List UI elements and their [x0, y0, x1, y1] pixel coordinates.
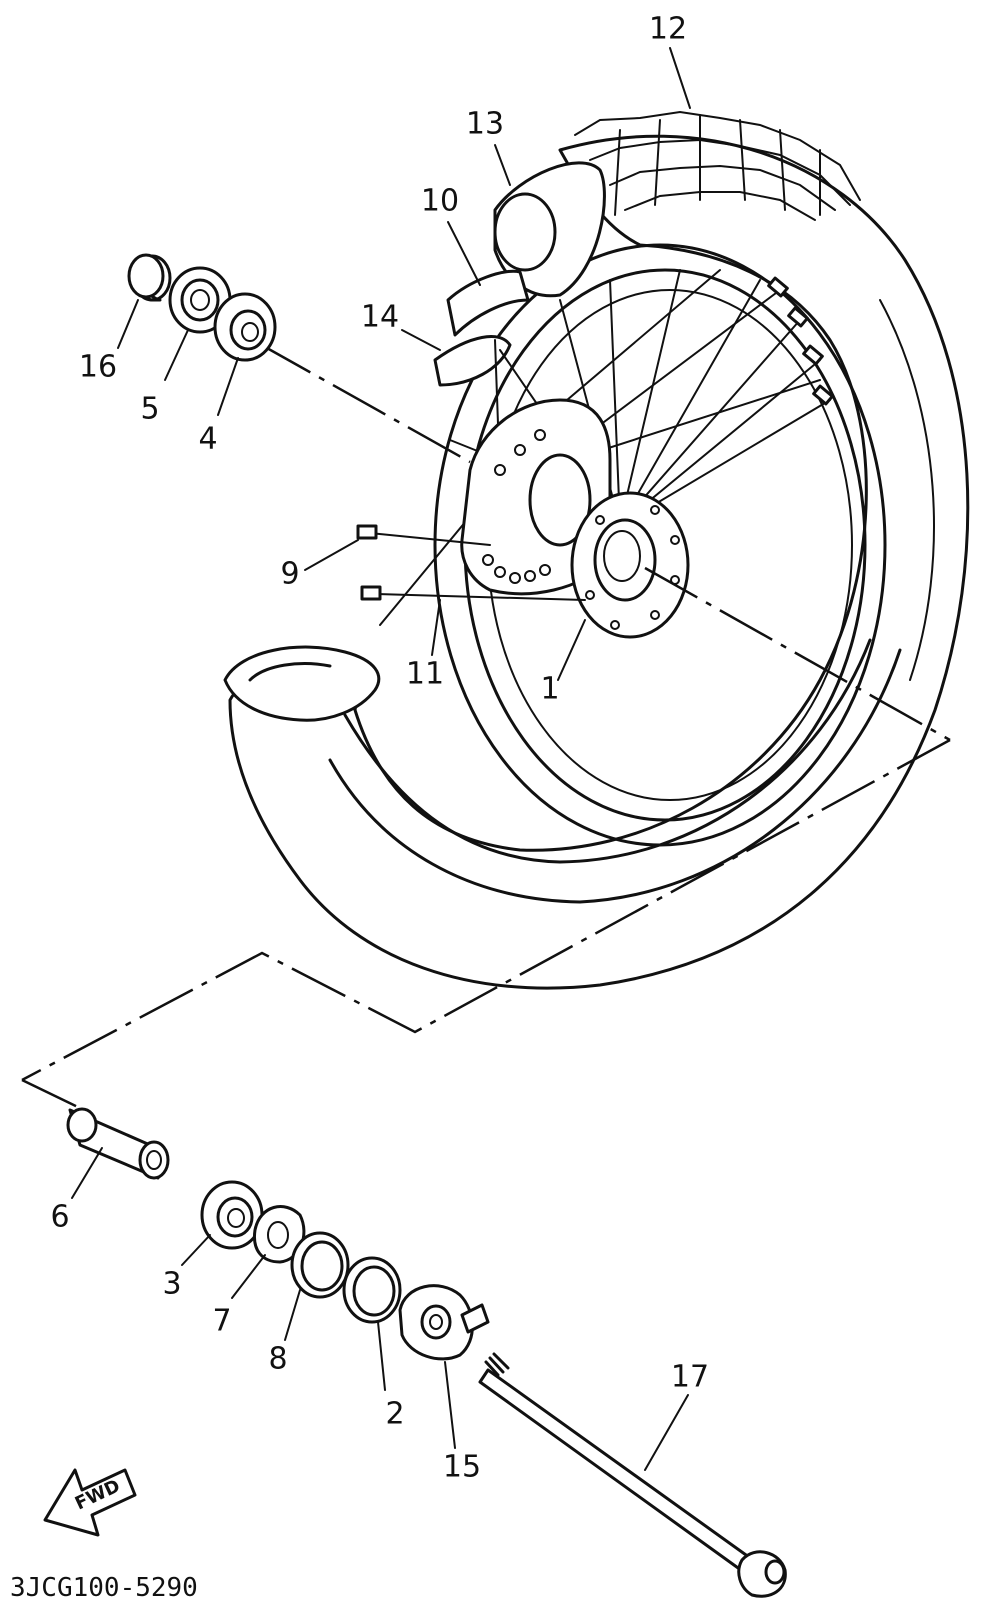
part-17-axle — [478, 1352, 787, 1598]
label-part-9: 9 — [280, 557, 299, 592]
upper-bearing-stack — [127, 253, 277, 362]
loose-spokes — [356, 524, 586, 601]
part-2-oil-seal — [342, 1256, 402, 1324]
label-part-1: 1 — [540, 672, 559, 707]
spoke-nipples — [767, 276, 834, 406]
label-part-7: 7 — [212, 1304, 231, 1339]
part-6-collar — [66, 1107, 170, 1180]
part-8-ring — [290, 1231, 350, 1299]
rim-band — [446, 269, 530, 337]
part-4-bearing — [213, 292, 277, 362]
lower-parts — [66, 1107, 787, 1598]
label-part-15: 15 — [443, 1450, 481, 1485]
part-7-retainer — [252, 1205, 306, 1264]
label-part-14: 14 — [361, 300, 399, 335]
rim-outer — [433, 243, 887, 847]
wheel-assembly — [223, 110, 970, 990]
hub-disc-flange — [570, 491, 690, 639]
tire-tread-pattern — [574, 110, 861, 221]
label-part-4: 4 — [198, 422, 217, 457]
label-part-12: 12 — [649, 12, 687, 47]
tire-cut-end — [223, 645, 381, 722]
label-part-5: 5 — [140, 392, 159, 427]
label-part-17: 17 — [671, 1360, 709, 1395]
part-5-bearing — [168, 266, 232, 334]
part-3-bearing — [200, 1180, 264, 1250]
part-number-labels: 12 13 10 14 16 5 4 9 11 1 6 3 7 8 2 15 1… — [50, 12, 709, 1485]
label-part-13: 13 — [466, 107, 504, 142]
label-part-10: 10 — [421, 184, 459, 219]
label-part-2: 2 — [385, 1397, 404, 1432]
hub-flange-holes — [482, 429, 551, 584]
label-part-11: 11 — [406, 657, 444, 692]
part-16-spacer — [127, 253, 172, 302]
tire-flap — [433, 335, 512, 387]
label-part-16: 16 — [79, 350, 117, 385]
leader-lines — [71, 47, 691, 1471]
label-part-8: 8 — [268, 1342, 287, 1377]
fwd-arrow-icon: FWD — [43, 1468, 137, 1537]
exploded-axis-lines — [21, 341, 951, 1110]
part-15-meter-gear — [398, 1284, 490, 1361]
label-part-6: 6 — [50, 1200, 69, 1235]
label-part-3: 3 — [162, 1267, 181, 1302]
drawing-code: 3JCG100-5290 — [10, 1573, 198, 1603]
